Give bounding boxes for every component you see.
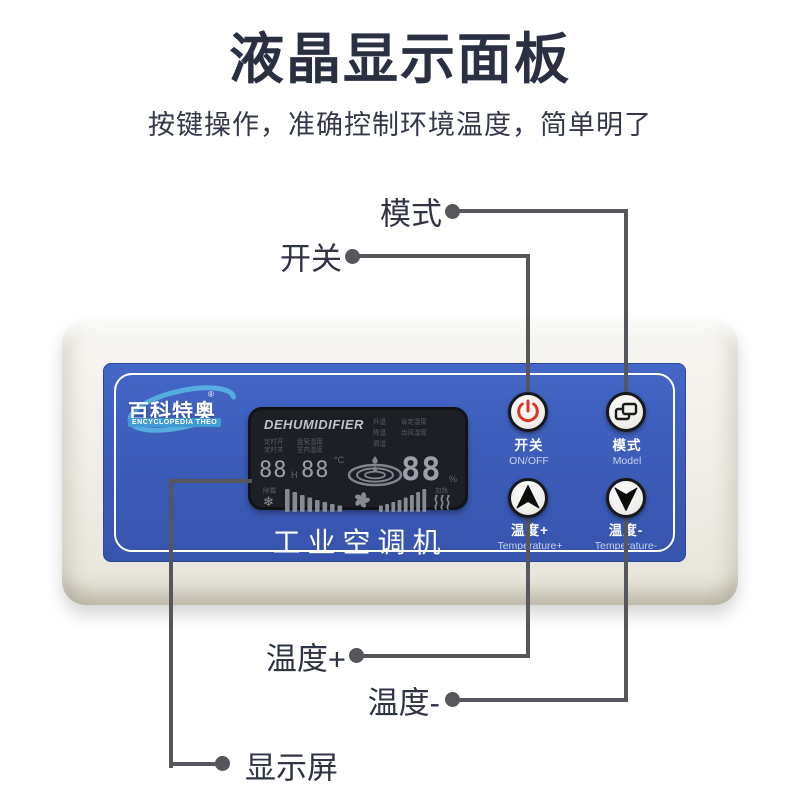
- lcd-temp-unit: °C: [334, 455, 345, 465]
- lcd-label-coil-temp: 盘管温度: [297, 438, 323, 446]
- callout-line-temp-minus-h: [452, 698, 628, 702]
- lcd-humidity-value: 88: [401, 450, 442, 488]
- callout-label-power: 开关: [280, 241, 342, 277]
- lcd-hours-unit: H: [291, 470, 298, 480]
- callout-line-display-v: [169, 479, 173, 768]
- lcd-label-room-temp: 室内温度: [297, 446, 323, 454]
- power-button-label: 开关 ON/OFF: [509, 438, 549, 467]
- lcd-temp-value: 88: [301, 458, 330, 483]
- callout-line-mode-h: [452, 209, 628, 213]
- lcd-label-heating: 加热: [435, 487, 448, 495]
- callout-label-display: 显示屏: [245, 750, 338, 786]
- level-bars-left-icon: [285, 489, 343, 512]
- mode-button-label: 模式 Model: [612, 438, 642, 467]
- control-panel: 百科特奥 ® ENCYCLOPEDIA THEO DEHUMIDIFIER 定时…: [103, 363, 686, 562]
- callout-label-mode: 模式: [380, 196, 442, 232]
- product-name: 工业空调机: [272, 527, 448, 558]
- brand-subtitle: ENCYCLOPEDIA THEO: [128, 418, 222, 427]
- lcd-label-raise: 升温: [373, 418, 386, 426]
- mode-icon: [614, 402, 638, 421]
- callout-dot-display: [215, 756, 230, 771]
- lcd-label-outlet-humidity: 出风湿度: [401, 429, 427, 437]
- callout-line-temp-plus-v: [526, 505, 530, 658]
- lcd-title: DEHUMIDIFIER: [264, 417, 364, 432]
- power-icon: [517, 399, 539, 423]
- arrow-down-icon: [614, 487, 638, 511]
- lcd-label-adjust: 调湿: [373, 440, 386, 448]
- lcd-humidity-unit: %: [449, 474, 458, 484]
- page-subtitle: 按键操作，准确控制环境温度，简单明了: [148, 110, 652, 140]
- heater-coil-icon: [434, 495, 450, 510]
- mode-button[interactable]: [606, 392, 646, 432]
- arrow-up-icon: [516, 485, 540, 509]
- temp-plus-button-label: 温度+ Temperature+: [475, 519, 585, 552]
- callout-line-display-h-bottom: [169, 762, 221, 766]
- lcd-hours-value: 88: [259, 458, 288, 483]
- lcd-label-lower: 降温: [373, 429, 386, 437]
- callout-dot-temp-minus: [445, 692, 460, 707]
- callout-dot-temp-plus: [349, 648, 364, 663]
- snowflake-icon: ❄: [263, 494, 274, 509]
- temp-plus-button[interactable]: [508, 478, 548, 518]
- brand-registered-mark: ®: [208, 390, 214, 399]
- callout-label-temp-plus: 温度+: [265, 641, 346, 677]
- level-bars-right-icon: [379, 489, 427, 512]
- panel-white-frame: [114, 373, 675, 552]
- callout-label-temp-minus: 温度-: [367, 685, 440, 721]
- callout-line-power-v: [526, 254, 530, 400]
- lcd-label-set-humidity: 设定湿度: [401, 418, 427, 426]
- page-title: 液晶显示面板: [228, 28, 571, 90]
- callout-line-temp-minus-v: [624, 505, 628, 702]
- lcd-label-timer-off: 定时关: [264, 446, 284, 454]
- callout-line-display-h-top: [169, 479, 252, 483]
- lcd-display: DEHUMIDIFIER 定时开 定时关 盘管温度 室内温度 升温 降温 调湿 …: [248, 407, 468, 512]
- lcd-label-defrost: 除霜: [263, 487, 276, 495]
- brand-logo: 百科特奥 ® ENCYCLOPEDIA THEO: [122, 384, 242, 440]
- lcd-label-timer-on: 定时开: [264, 438, 284, 446]
- water-ripple-icon: [347, 456, 403, 487]
- temp-minus-button[interactable]: [606, 478, 646, 518]
- power-button[interactable]: [508, 392, 548, 432]
- callout-line-temp-plus-h: [354, 654, 530, 658]
- callout-line-mode-v: [624, 209, 628, 400]
- fan-icon: [355, 492, 370, 508]
- callout-line-power-h: [352, 254, 530, 258]
